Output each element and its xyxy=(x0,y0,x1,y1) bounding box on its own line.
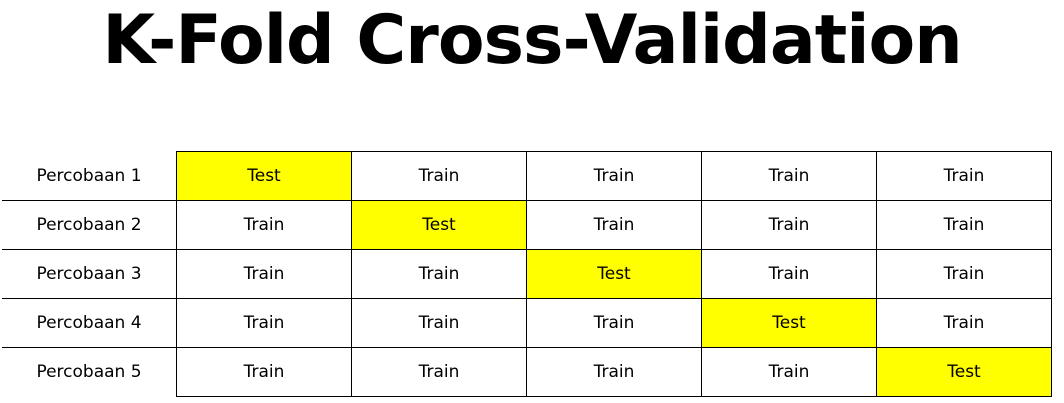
train-fold-cell: Train xyxy=(176,200,352,250)
trial-label: Percobaan 1 xyxy=(2,151,177,201)
train-fold-cell: Train xyxy=(351,249,527,299)
train-fold-cell: Train xyxy=(701,200,877,250)
train-fold-cell: Train xyxy=(876,200,1052,250)
train-fold-cell: Train xyxy=(876,151,1052,201)
train-fold-cell: Train xyxy=(701,249,877,299)
test-fold-cell: Test xyxy=(351,200,527,250)
train-fold-cell: Train xyxy=(176,298,352,348)
trial-label: Percobaan 2 xyxy=(2,200,177,250)
train-fold-cell: Train xyxy=(176,347,352,397)
test-fold-cell: Test xyxy=(526,249,702,299)
train-fold-cell: Train xyxy=(701,151,877,201)
test-fold-cell: Test xyxy=(176,151,352,201)
train-fold-cell: Train xyxy=(876,298,1052,348)
train-fold-cell: Train xyxy=(526,298,702,348)
train-fold-cell: Train xyxy=(526,151,702,201)
train-fold-cell: Train xyxy=(351,347,527,397)
train-fold-cell: Train xyxy=(876,249,1052,299)
test-fold-cell: Test xyxy=(701,298,877,348)
train-fold-cell: Train xyxy=(526,200,702,250)
trial-label: Percobaan 5 xyxy=(2,347,177,397)
trial-label: Percobaan 4 xyxy=(2,298,177,348)
train-fold-cell: Train xyxy=(526,347,702,397)
train-fold-cell: Train xyxy=(351,151,527,201)
train-fold-cell: Train xyxy=(351,298,527,348)
trial-label: Percobaan 3 xyxy=(2,249,177,299)
page-title: K-Fold Cross-Validation xyxy=(102,1,962,80)
train-fold-cell: Train xyxy=(701,347,877,397)
train-fold-cell: Train xyxy=(176,249,352,299)
test-fold-cell: Test xyxy=(876,347,1052,397)
